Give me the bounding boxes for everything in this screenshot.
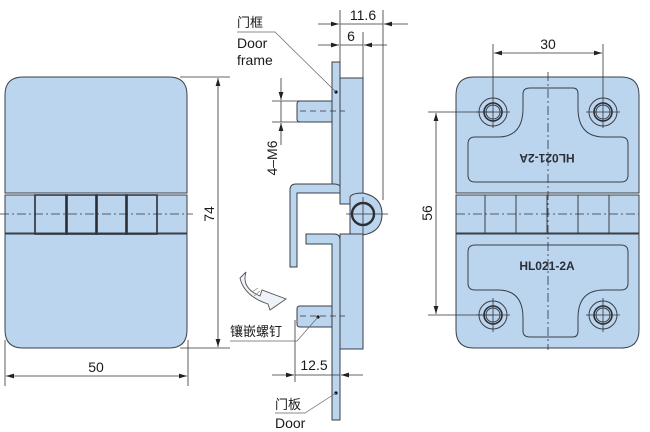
label-insert-screw-cn: 镶嵌螺钉: [230, 324, 282, 340]
front-knuckles: [5, 194, 187, 235]
side-door-frame-plate: [331, 61, 341, 193]
dim-hole-spacing-horizontal: 30: [494, 36, 602, 56]
back-lower-leaf: [455, 233, 640, 349]
mounting-hole: [586, 298, 620, 332]
back-upper-recess: [467, 87, 629, 183]
back-lower-recess: [467, 244, 629, 338]
front-view: 74 50: [0, 76, 230, 386]
dim-leaf-depth: 6: [318, 28, 387, 78]
label-door-frame-en-2: frame: [237, 52, 273, 68]
dim-front-height: 74: [180, 76, 230, 349]
dim-hole-spacing-vertical-label: 56: [419, 205, 435, 221]
label-door-frame-cn: 门框: [237, 16, 263, 31]
marking-top-upside-down: HL021-2A: [519, 151, 575, 165]
side-lower-stud: [296, 305, 333, 328]
label-door-en: Door: [275, 415, 306, 431]
back-view: HL021-2A HL021-2A 30: [419, 36, 640, 350]
front-upper-leaf: [4, 76, 188, 194]
dim-overall-depth-label: 11.6: [350, 7, 376, 23]
dim-hole-spacing-horizontal-label: 30: [540, 36, 556, 52]
label-door-frame-en-1: Door: [237, 35, 268, 51]
dim-stud-offset: 12.5: [272, 320, 363, 382]
dim-front-height-label: 74: [201, 206, 217, 222]
back-knuckles: [456, 194, 639, 235]
dim-front-width: 50: [4, 340, 189, 386]
mounting-hole: [586, 44, 620, 128]
back-upper-leaf: [455, 76, 640, 194]
front-lower-leaf: [4, 233, 188, 349]
dim-thread-label: 4–M6: [264, 140, 280, 175]
dim-front-width-label: 50: [88, 359, 104, 375]
side-upper-hinge-leaf: [339, 77, 364, 205]
marking-bottom: HL021-2A: [519, 259, 575, 273]
dim-stud-offset-label: 12.5: [300, 357, 327, 373]
install-direction-arrow-icon: [239, 271, 287, 311]
side-view: 11.6 6 4–M6 12.5 门框 Door: [230, 7, 408, 431]
dim-overall-depth: 11.6: [318, 7, 408, 200]
dim-hole-spacing-vertical: 56: [419, 111, 493, 316]
side-upper-bracket: [289, 183, 341, 268]
dim-thread: 4–M6: [264, 78, 300, 176]
leader-door-frame: [237, 31, 337, 93]
leader-door: [275, 392, 337, 414]
label-door-cn: 门板: [275, 398, 301, 413]
side-lower-hinge-leaf: [339, 233, 364, 350]
leader-insert-screw: [230, 316, 319, 342]
side-upper-stud: [296, 100, 333, 123]
dim-leaf-depth-label: 6: [347, 28, 355, 44]
